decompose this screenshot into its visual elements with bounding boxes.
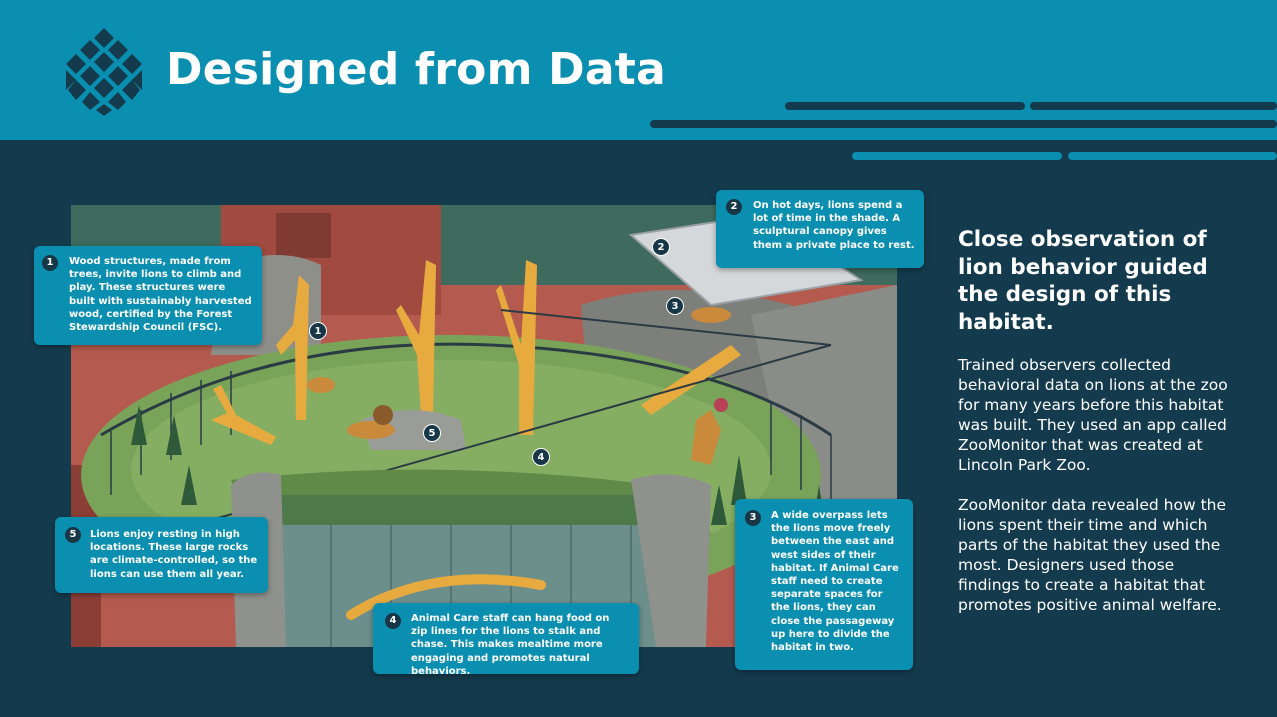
map-marker-2: 2: [652, 238, 670, 256]
callout-number: 1: [42, 255, 58, 271]
map-marker-5: 5: [423, 424, 441, 442]
callout-number: 3: [745, 510, 761, 526]
callout-3: 3 A wide overpass lets the lions move fr…: [735, 499, 913, 670]
callout-number: 5: [65, 527, 81, 543]
callout-text: Wood structures, made from trees, invite…: [69, 256, 252, 334]
callout-1: 1 Wood structures, made from trees, invi…: [34, 246, 262, 345]
decorative-streak: [1030, 102, 1277, 110]
callout-number: 2: [726, 199, 742, 215]
decorative-streak: [785, 102, 1025, 110]
callout-number: 4: [385, 613, 401, 629]
callout-text: Animal Care staff can hang food on zip l…: [411, 613, 610, 677]
decorative-streak: [1068, 152, 1277, 160]
header-band: Designed from Data: [0, 0, 1277, 140]
zoo-logo-icon: [66, 28, 142, 116]
callout-5: 5 Lions enjoy resting in high locations.…: [55, 517, 268, 593]
side-heading: Close observation of lion behavior guide…: [958, 227, 1208, 335]
callout-4: 4 Animal Care staff can hang food on zip…: [373, 603, 639, 677]
decorative-streak: [650, 120, 1277, 128]
decorative-streak: [852, 152, 1062, 160]
page-title: Designed from Data: [166, 44, 666, 95]
map-marker-3: 3: [666, 297, 684, 315]
callout-text: A wide overpass lets the lions move free…: [771, 510, 899, 654]
side-paragraph-1: Trained observers collected behavioral d…: [958, 356, 1228, 474]
callout-text: Lions enjoy resting in high locations. T…: [90, 529, 258, 580]
callout-text: On hot days, lions spend a lot of time i…: [753, 200, 915, 251]
side-paragraph-2: ZooMonitor data revealed how the lions s…: [958, 496, 1227, 614]
map-marker-1: 1: [309, 322, 327, 340]
callout-2: 2 On hot days, lions spend a lot of time…: [716, 190, 924, 268]
map-marker-4: 4: [532, 448, 550, 466]
